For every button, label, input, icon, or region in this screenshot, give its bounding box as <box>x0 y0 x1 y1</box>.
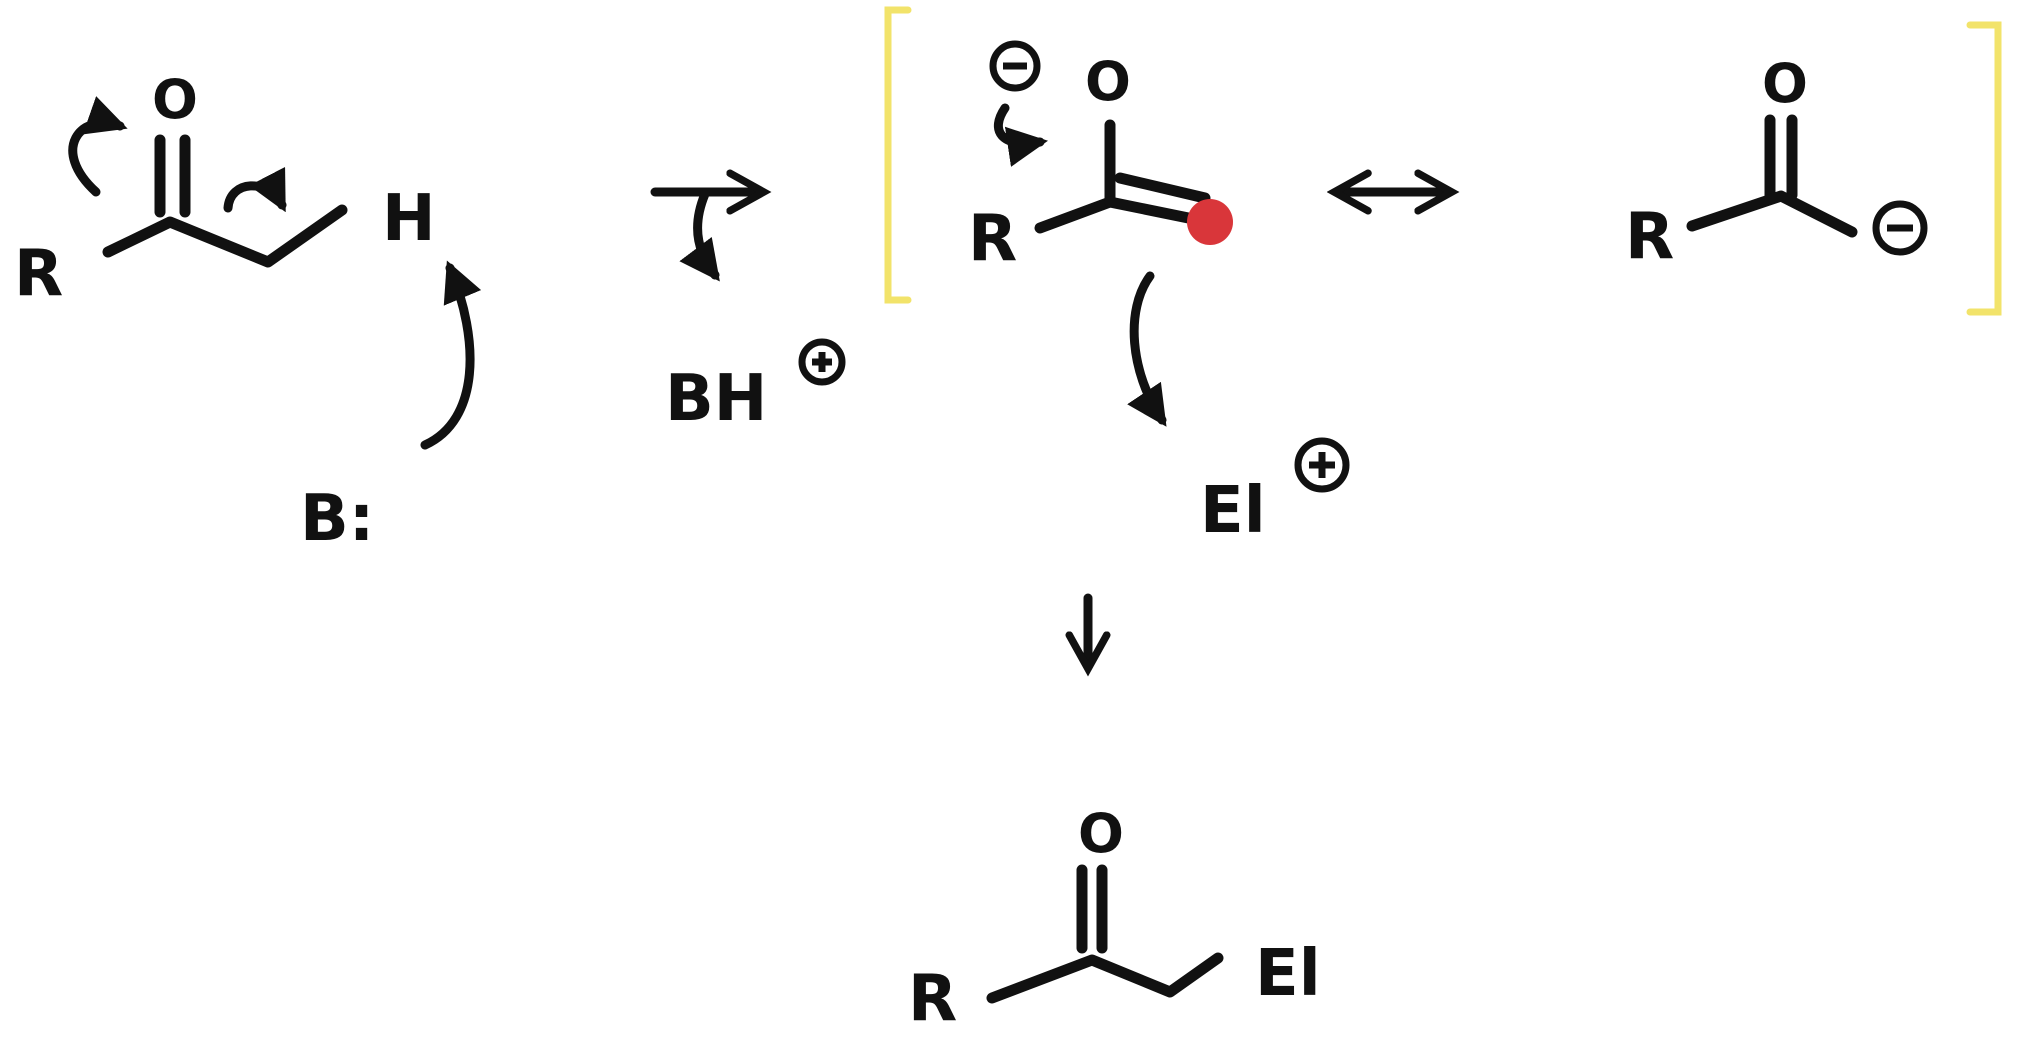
positive-charge-icon <box>1294 437 1350 493</box>
carbon-chain-bonds <box>1686 190 1858 238</box>
base-label: B: <box>300 482 374 556</box>
oxygen-label: O <box>1762 52 1808 115</box>
right-bracket <box>1966 21 2002 316</box>
electrophile-label: El <box>1200 474 1266 548</box>
oxygen-label: O <box>152 68 198 131</box>
conjugate-acid-label: BH <box>665 362 767 436</box>
negative-charge-icon <box>989 40 1041 92</box>
r-group-label: R <box>908 962 957 1036</box>
curved-arrow-ch-to-pi <box>223 166 287 213</box>
enolate-form-1: O R <box>968 40 1233 427</box>
negative-charge-icon <box>1872 200 1928 256</box>
carbon-chain-bonds <box>986 952 1224 1004</box>
positive-charge-icon <box>798 338 846 386</box>
curved-arrow-to-electrophile <box>1127 271 1167 427</box>
carbanion-highlight <box>1187 199 1233 245</box>
starting-ketone: R O H <box>14 68 436 311</box>
r-group-label: R <box>968 202 1017 276</box>
r-group-label: R <box>1625 200 1674 274</box>
r-carbon-bond <box>1034 196 1116 234</box>
byproduct-arrow <box>679 189 720 282</box>
curved-arrow-oxygen-to-pi <box>993 103 1049 167</box>
curved-arrow-base-to-h <box>420 260 482 450</box>
oxygen-label: O <box>1078 802 1124 865</box>
electrophile-label: El <box>1255 937 1321 1011</box>
hydrogen-label: H <box>382 182 436 256</box>
curved-arrow-pi-to-oxygen <box>68 96 128 197</box>
oxygen-label: O <box>1085 50 1131 113</box>
pi-bond <box>1114 172 1211 204</box>
alkylated-product: O R El <box>908 802 1321 1036</box>
deprotonation-arrow: BH <box>650 189 846 436</box>
carbon-chain-bonds <box>102 204 348 268</box>
r-group-label: R <box>14 237 63 311</box>
left-bracket <box>884 6 912 304</box>
enolate-form-2: O R <box>1625 52 1928 274</box>
